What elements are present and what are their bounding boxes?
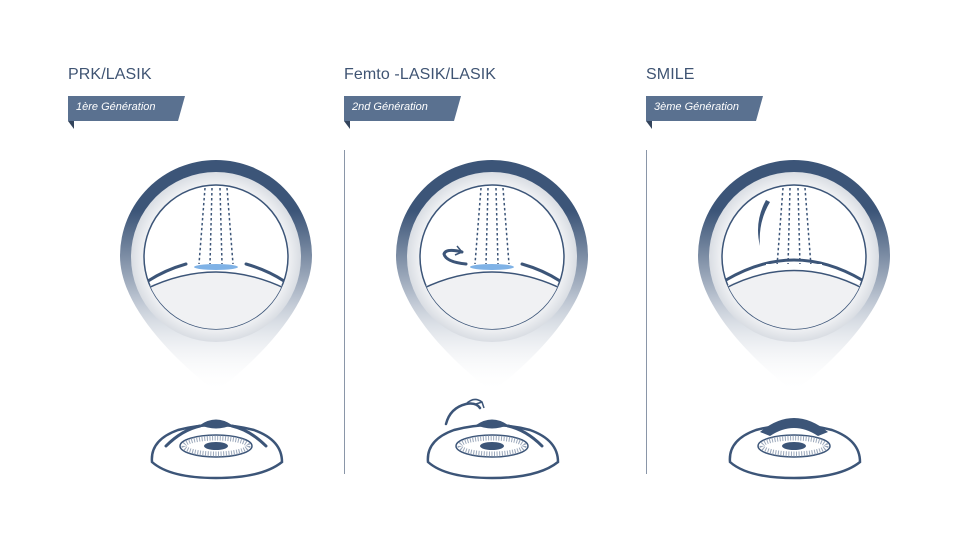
corneal-flap [444,402,482,426]
generation-label: 1ère Génération [76,101,156,113]
generation-badge: 1ère Génération [68,96,188,132]
divider-left [344,150,345,474]
panel-title: SMILE [646,66,695,83]
generation-label: 3ème Génération [654,101,739,113]
ablation-zone [194,264,238,270]
corneal-flap [442,248,468,266]
generation-badge: 3ème Génération [646,96,766,132]
flap-arrow-icon [454,245,463,256]
eye-icon-3 [728,414,862,480]
ribbon-shape [344,96,461,129]
lenticule-icon [758,200,770,246]
panel-smile: SMILE 3ème Génération [646,0,946,550]
panel-femto-lasik: Femto -LASIK/LASIK 2nd Génération [344,0,644,550]
divider-right [646,150,647,474]
ribbon-shape [646,96,763,129]
generation-label: 2nd Génération [352,101,428,113]
laser-beam-icon [776,187,812,267]
panel-prk-lasik: PRK/LASIK 1ère Génération [68,0,368,550]
panel-title: PRK/LASIK [68,66,152,83]
generation-badge: 2nd Génération [344,96,464,132]
ribbon-shape [68,96,185,129]
eye-icon-2 [426,398,560,480]
panel-title: Femto -LASIK/LASIK [344,66,497,83]
ablation-zone [470,264,514,270]
eye-icon-1 [150,419,284,480]
flap-arrow-icon [465,398,485,409]
